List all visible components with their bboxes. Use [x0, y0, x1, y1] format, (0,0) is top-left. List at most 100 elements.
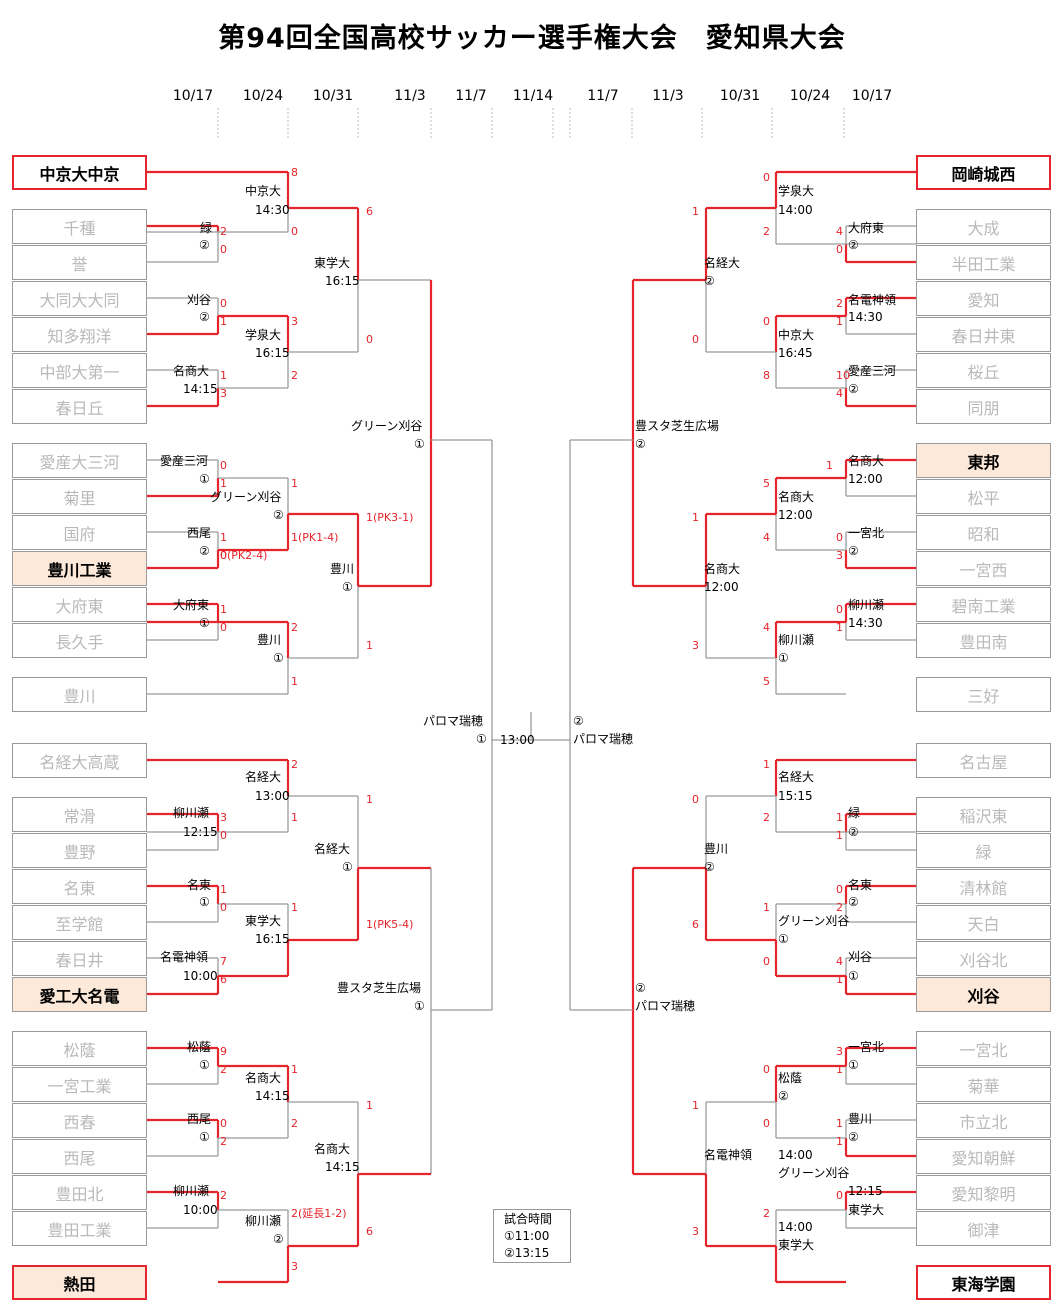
- match-label: 中京大: [245, 184, 282, 198]
- score-value: 3: [220, 811, 227, 824]
- team-cell: 一宮北: [916, 1031, 1051, 1066]
- team-cell: 誉: [12, 245, 147, 280]
- match-label: 16:15: [325, 274, 360, 288]
- team-cell: 岡崎城西: [916, 155, 1051, 190]
- match-label: 刈谷: [848, 950, 873, 964]
- score-value: 0: [220, 1117, 227, 1130]
- team-cell: 半田工業: [916, 245, 1051, 280]
- date-header: 10/24: [242, 88, 284, 104]
- date-header: 10/24: [789, 88, 831, 104]
- team-cell: 豊田南: [916, 623, 1051, 658]
- match-label: 15:15: [778, 789, 813, 803]
- match-label: ②: [704, 274, 715, 288]
- match-label: 名商大: [704, 562, 741, 576]
- match-label: 名商大: [848, 454, 885, 468]
- score-value: 4: [763, 531, 770, 544]
- match-label: 12:00: [848, 472, 883, 486]
- team-cell: 長久手: [12, 623, 147, 658]
- match-label: 豊川: [848, 1112, 873, 1126]
- score-value: 2: [763, 225, 770, 238]
- match-label: ②: [778, 1089, 789, 1103]
- score-value: 1(PK1-4): [291, 531, 339, 544]
- team-cell: 名経大高蔵: [12, 743, 147, 778]
- match-label: ①: [342, 860, 353, 874]
- score-value: 4: [836, 955, 843, 968]
- score-value: 2: [220, 1135, 227, 1148]
- score-value: 2: [220, 1063, 227, 1076]
- score-value: 2: [291, 369, 298, 382]
- match-label: 14:30: [255, 203, 290, 217]
- date-header: 10/17: [851, 88, 893, 104]
- match-label: 名商大: [173, 364, 210, 378]
- match-label: ②: [273, 508, 284, 522]
- match-label: 愛産三河: [160, 454, 209, 468]
- score-value: 1(PK5-4): [366, 918, 414, 931]
- match-label: 豊川: [704, 842, 729, 856]
- score-value: 1: [220, 477, 227, 490]
- score-value: 0: [220, 549, 227, 562]
- match-label: 柳川瀬: [173, 1184, 210, 1198]
- team-cell: 西春: [12, 1103, 147, 1138]
- score-value: 4: [763, 621, 770, 634]
- team-cell: 知多翔洋: [12, 317, 147, 352]
- team-cell: 刈谷: [916, 977, 1051, 1012]
- team-cell: 愛産大三河: [12, 443, 147, 478]
- score-value: 0: [692, 333, 699, 346]
- match-label: 中京大: [778, 328, 815, 342]
- match-label: ②: [848, 825, 859, 839]
- match-label: 14:00: [778, 1148, 813, 1162]
- match-label: 12:15: [183, 825, 218, 839]
- score-value: 0: [763, 171, 770, 184]
- match-label: 12:15: [848, 1184, 883, 1198]
- match-label: 松蔭: [778, 1071, 803, 1085]
- score-value: 0: [836, 1189, 843, 1202]
- legend-time-2: ②13:15: [504, 1246, 550, 1260]
- team-cell: 豊野: [12, 833, 147, 868]
- match-label: 豊川: [330, 562, 355, 576]
- team-cell: 東海学園: [916, 1265, 1051, 1300]
- match-label: ①: [199, 616, 210, 630]
- score-value: 1: [836, 973, 843, 986]
- team-cell: 松平: [916, 479, 1051, 514]
- team-cell: 大同大大同: [12, 281, 147, 316]
- match-label: 10:00: [183, 969, 218, 983]
- team-cell: 春日丘: [12, 389, 147, 424]
- score-value: 1: [291, 901, 298, 914]
- match-label: 名経大: [704, 256, 741, 270]
- match-label: 14:15: [183, 382, 218, 396]
- team-cell: 御津: [916, 1211, 1051, 1246]
- match-label: 大府東: [848, 221, 885, 235]
- team-cell: 豊川: [12, 677, 147, 712]
- match-label: グリーン刈谷: [210, 490, 282, 504]
- legend-time-1: ①11:00: [504, 1229, 550, 1243]
- score-value: 6: [220, 973, 227, 986]
- team-cell: 緑: [916, 833, 1051, 868]
- score-value: 9: [220, 1045, 227, 1058]
- score-value: 6: [366, 205, 373, 218]
- match-label: 名経大: [314, 842, 351, 856]
- match-label: ②: [199, 544, 210, 558]
- score-value: 1: [836, 1117, 843, 1130]
- team-cell: 至学館: [12, 905, 147, 940]
- date-header: 11/7: [455, 88, 487, 104]
- match-label: 名電神領: [848, 293, 897, 307]
- match-label: 名経大: [245, 770, 282, 784]
- score-value: 0(PK2-4): [220, 549, 268, 562]
- team-cell: 名東: [12, 869, 147, 904]
- match-label: 豊スタ芝生広場: [635, 419, 720, 433]
- match-label: 14:30: [848, 616, 883, 630]
- score-value: 0: [220, 901, 227, 914]
- match-label: 西尾: [187, 1112, 212, 1126]
- score-value: 1: [366, 639, 373, 652]
- match-label: 14:00: [778, 203, 813, 217]
- team-cell: 菊華: [916, 1067, 1051, 1102]
- match-label: 13:00: [255, 789, 290, 803]
- match-label: 東学大: [848, 1203, 885, 1217]
- team-cell: 千種: [12, 209, 147, 244]
- date-header: 11/3: [652, 88, 684, 104]
- score-value: 3: [692, 639, 699, 652]
- date-header: 10/31: [719, 88, 761, 104]
- score-value: 2: [291, 758, 298, 771]
- match-label: ②: [635, 437, 646, 451]
- match-label: 柳川瀬: [848, 598, 885, 612]
